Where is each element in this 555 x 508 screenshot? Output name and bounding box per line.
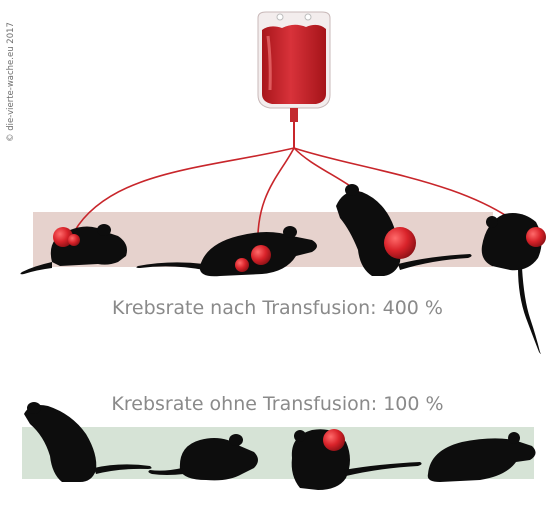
tumor-icon: [53, 227, 73, 247]
mouse-silhouette-icon: [24, 405, 97, 482]
mouse-silhouette-icon: [179, 438, 258, 481]
mouse-5-without: [24, 402, 152, 482]
mouse-4-after: [481, 213, 542, 354]
blood-bag-icon: [257, 11, 331, 148]
tumor-icon: [235, 258, 249, 272]
mouse-silhouette-icon: [427, 438, 536, 482]
tumor-icon: [323, 429, 345, 451]
caption-after-transfusion: Krebsrate nach Transfusion: 400 %: [112, 297, 443, 319]
tumor-icon: [68, 234, 80, 246]
copyright-credit: © die-vierte-wache.eu 2017: [6, 22, 16, 142]
mouse-6-without: [148, 434, 258, 481]
mouse-silhouette-icon: [336, 191, 401, 276]
caption-without-transfusion: Krebsrate ohne Transfusion: 100 %: [111, 393, 444, 415]
mouse-3-after: [336, 184, 472, 276]
mouse-8-without: [427, 432, 536, 482]
mouse-silhouette-icon: [481, 213, 542, 271]
tumor-icon: [526, 227, 546, 247]
tumor-icon: [384, 227, 416, 259]
tumor-icon: [251, 245, 271, 265]
